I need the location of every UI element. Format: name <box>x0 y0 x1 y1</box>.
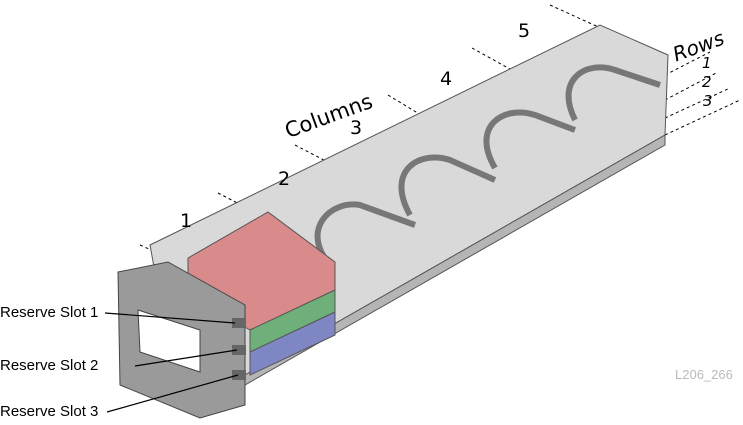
column-number-4: 4 <box>440 68 453 90</box>
slot-callouts <box>104 312 239 413</box>
reserve-slot-2-label: Reserve Slot 2 <box>0 357 99 374</box>
reserve-slot-1-label: Reserve Slot 1 <box>0 304 99 321</box>
column-number-5: 5 <box>518 20 531 42</box>
reserve-slot-3-label: Reserve Slot 3 <box>0 403 99 420</box>
column-number-2: 2 <box>278 168 291 190</box>
slot-guides <box>314 64 661 267</box>
reserve-slot-3-fill <box>249 311 336 376</box>
row-number-1: 1 <box>702 54 712 72</box>
row-number-2: 2 <box>702 73 712 91</box>
bezel-window <box>137 309 201 373</box>
slot-1-opening <box>232 318 246 328</box>
slot-2-opening <box>232 345 246 355</box>
row-number-3: 3 <box>703 92 713 110</box>
slot-3-opening <box>232 370 246 380</box>
column-number-1: 1 <box>180 210 193 232</box>
figure-id: L206_266 <box>675 367 733 382</box>
column-number-3: 3 <box>350 117 363 139</box>
